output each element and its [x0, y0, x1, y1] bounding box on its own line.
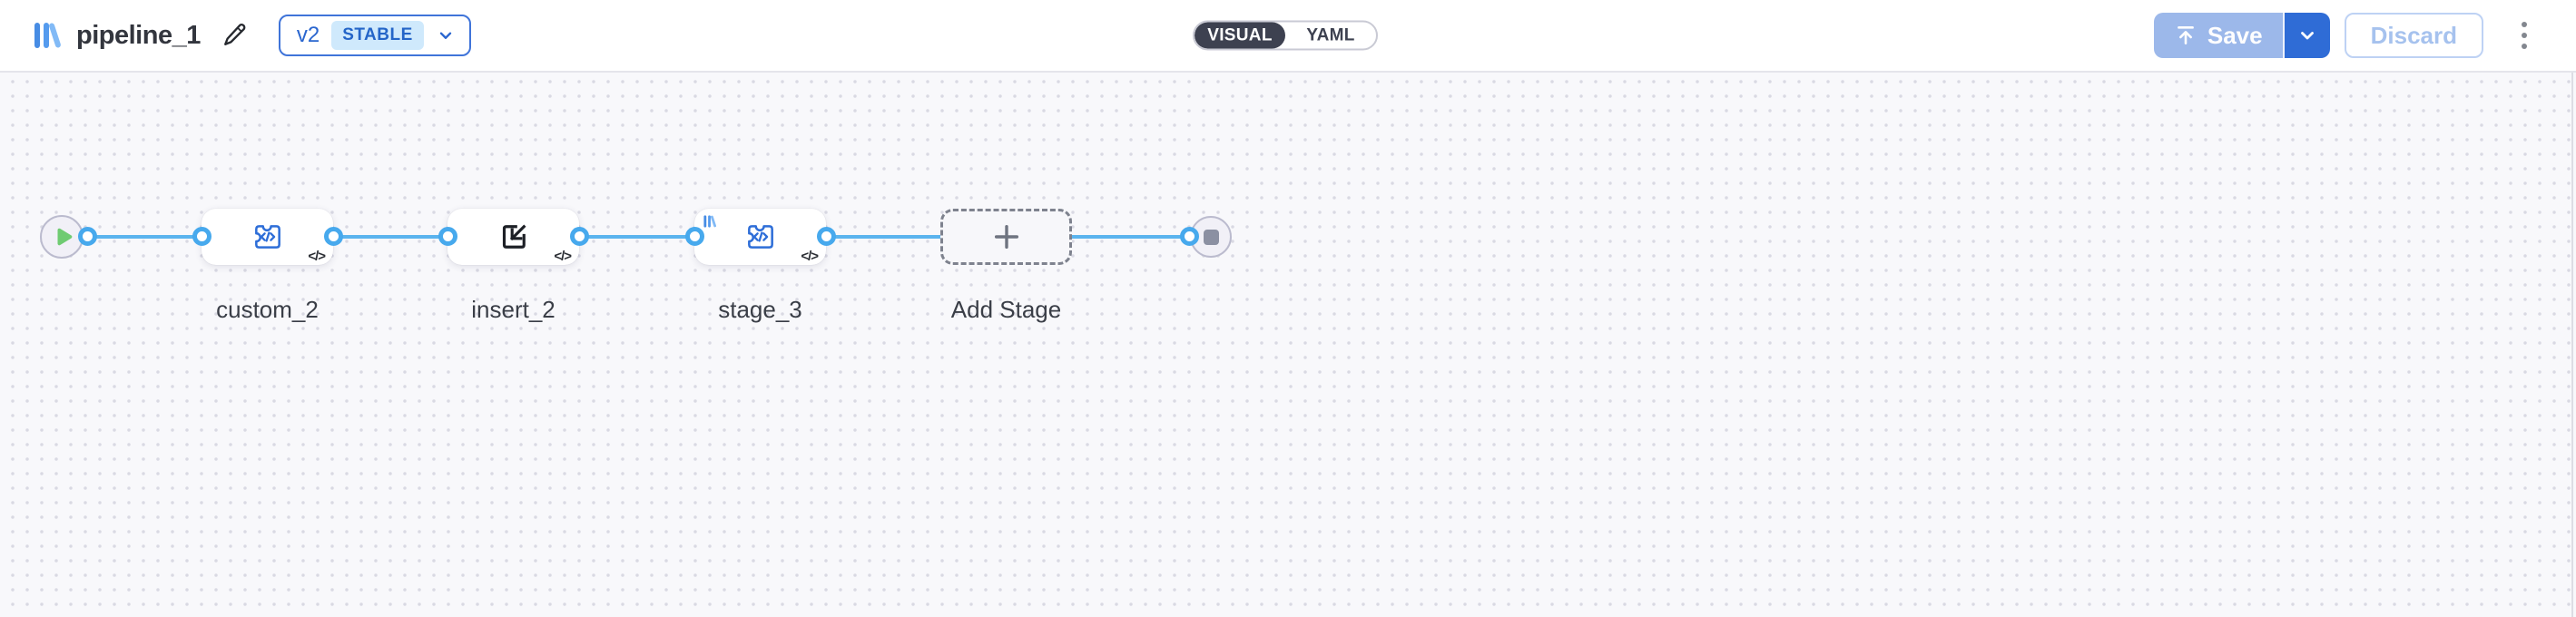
save-button[interactable]: Save [2153, 13, 2283, 58]
code-badge: </> [801, 249, 819, 264]
connector-handle[interactable] [78, 227, 97, 246]
header: pipeline_1 v2 STABLE VISUAL YAML Save [0, 0, 2576, 73]
plus-icon [994, 224, 1018, 250]
edge [87, 235, 202, 239]
pipeline-canvas[interactable]: </> custom_2 </> insert_2 </> stage_3 [0, 73, 2576, 617]
connector-handle[interactable] [570, 227, 589, 246]
stage-node-insert_2[interactable]: </> [447, 209, 579, 265]
extension-code-icon [254, 225, 280, 249]
version-status-badge: STABLE [331, 21, 424, 50]
edge [826, 235, 940, 239]
node-label-add-stage: Add Stage [950, 296, 1062, 323]
version-label: v2 [296, 23, 320, 47]
code-badge: </> [554, 249, 572, 264]
stop-icon [1203, 229, 1219, 245]
save-dropdown-button[interactable] [2282, 13, 2330, 58]
connector-handle[interactable] [1180, 227, 1199, 246]
connector-handle[interactable] [817, 227, 836, 246]
extension-code-icon [747, 225, 773, 249]
code-badge: </> [308, 249, 326, 264]
connector-handle[interactable] [324, 227, 343, 246]
kebab-icon [2522, 22, 2527, 27]
save-button-label: Save [2207, 21, 2263, 49]
node-label-stage_3: stage_3 [718, 296, 802, 323]
version-selector[interactable]: v2 STABLE [278, 15, 471, 56]
edge [333, 235, 447, 239]
upload-icon [2177, 26, 2194, 44]
app-logo-icon [34, 23, 61, 48]
more-options-button[interactable] [2512, 13, 2536, 58]
play-icon [57, 228, 73, 246]
connector-handle[interactable] [192, 227, 211, 246]
canvas-edge-divider [2571, 73, 2573, 617]
edge [1072, 235, 1189, 239]
start-node[interactable] [40, 215, 84, 259]
node-label-custom_2: custom_2 [216, 296, 319, 323]
add-stage-button[interactable] [940, 209, 1072, 265]
save-split-button: Save [2153, 13, 2330, 58]
connector-handle[interactable] [685, 227, 704, 246]
app-logo-icon [703, 215, 717, 228]
view-mode-toggle: VISUAL YAML [1193, 20, 1378, 51]
page-title: pipeline_1 [76, 20, 201, 50]
tab-yaml[interactable]: YAML [1285, 23, 1376, 49]
chevron-down-icon [2300, 32, 2314, 40]
insert-icon [502, 224, 526, 249]
stage-node-stage_3[interactable]: </> [694, 209, 826, 265]
node-label-insert_2: insert_2 [471, 296, 556, 323]
pencil-icon [223, 24, 246, 45]
connector-handle[interactable] [438, 227, 457, 246]
discard-button[interactable]: Discard [2344, 13, 2483, 58]
tab-visual[interactable]: VISUAL [1195, 22, 1285, 49]
chevron-down-icon [439, 32, 452, 39]
stage-node-custom_2[interactable]: </> [202, 209, 333, 265]
edge [579, 235, 694, 239]
edit-title-button[interactable] [219, 20, 250, 51]
header-actions: Save Discard [2153, 13, 2536, 58]
